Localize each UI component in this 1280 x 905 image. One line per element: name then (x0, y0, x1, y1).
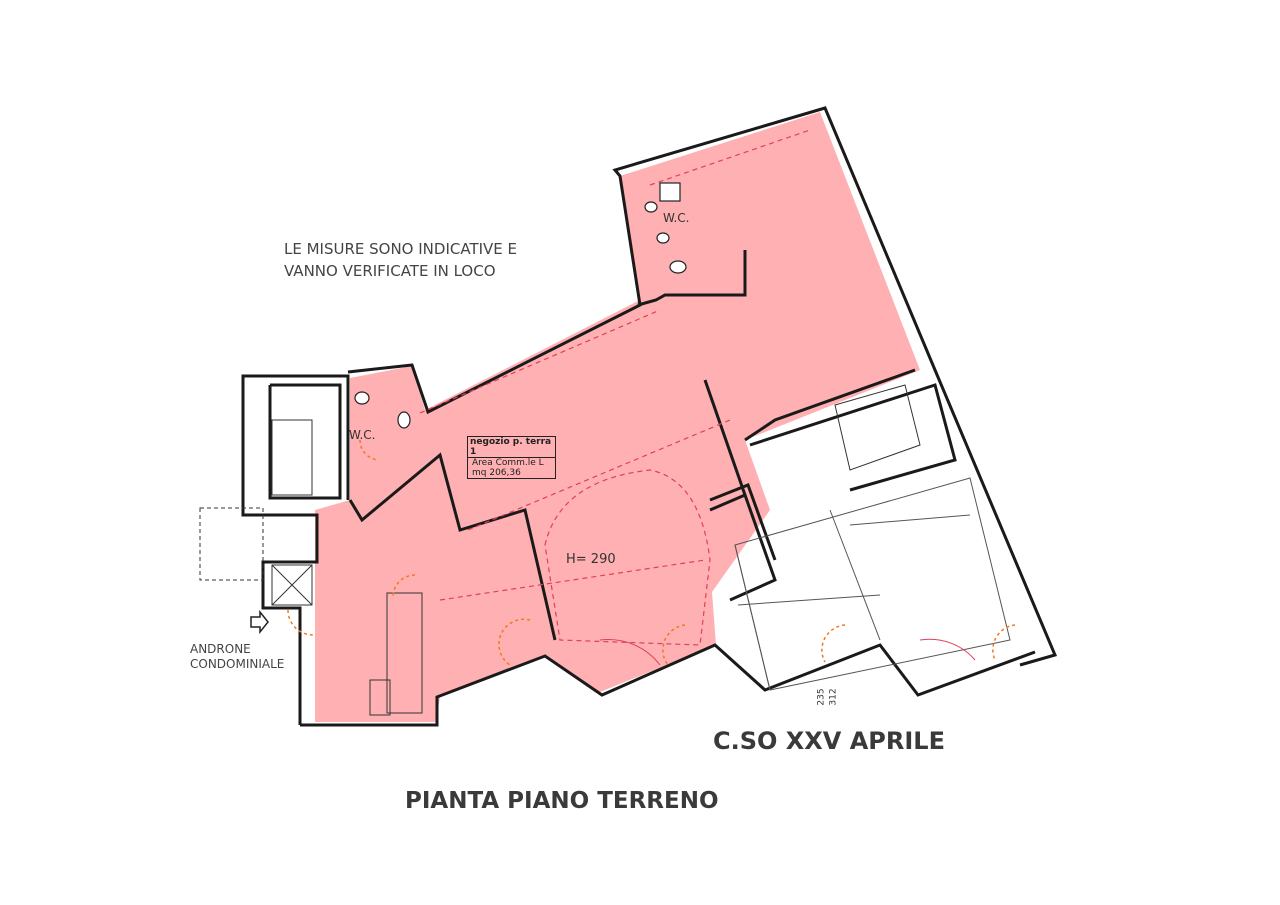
dimension-312: 312 (828, 688, 839, 706)
plan-title: PIANTA PIANO TERRENO (405, 788, 719, 814)
room-label-line1: Area Comm.le L (472, 458, 544, 468)
entrance-arrow-icon (250, 609, 269, 635)
room-label-title: negozio p. terra 1 (468, 437, 555, 458)
room-label-box: negozio p. terra 1 Area Comm.le L mq 206… (467, 436, 556, 479)
room-label-area: mq 206,36 (472, 468, 521, 478)
note-line-1: LE MISURE SONO INDICATIVE E (284, 240, 518, 258)
sanitary-fixtures (354, 182, 687, 429)
disclaimer-note: LE MISURE SONO INDICATIVE E VANNO VERIFI… (284, 238, 517, 282)
dimension-235: 235 (816, 688, 827, 706)
wc-label-left: W.C. (349, 428, 376, 442)
staircase-left (271, 419, 423, 716)
doors (287, 439, 1016, 666)
entrance-line-2: CONDOMINIALE (190, 657, 285, 671)
wc-label-upper: W.C. (663, 211, 690, 225)
street-label: C.SO XXV APRILE (713, 727, 945, 755)
right-units (734, 477, 1011, 691)
dashed-zones (419, 129, 811, 646)
ceiling-height: H= 290 (566, 552, 616, 567)
note-line-2: VANNO VERIFICATE IN LOCO (284, 262, 496, 280)
door-swings-red (599, 638, 976, 666)
staircase-right (834, 384, 921, 471)
entrance-line-1: ANDRONE (190, 642, 251, 656)
shop-area-fill (315, 112, 920, 722)
balcony-outline (199, 507, 264, 581)
walls (241, 106, 1058, 727)
entrance-label: ANDRONE CONDOMINIALE (190, 642, 284, 672)
